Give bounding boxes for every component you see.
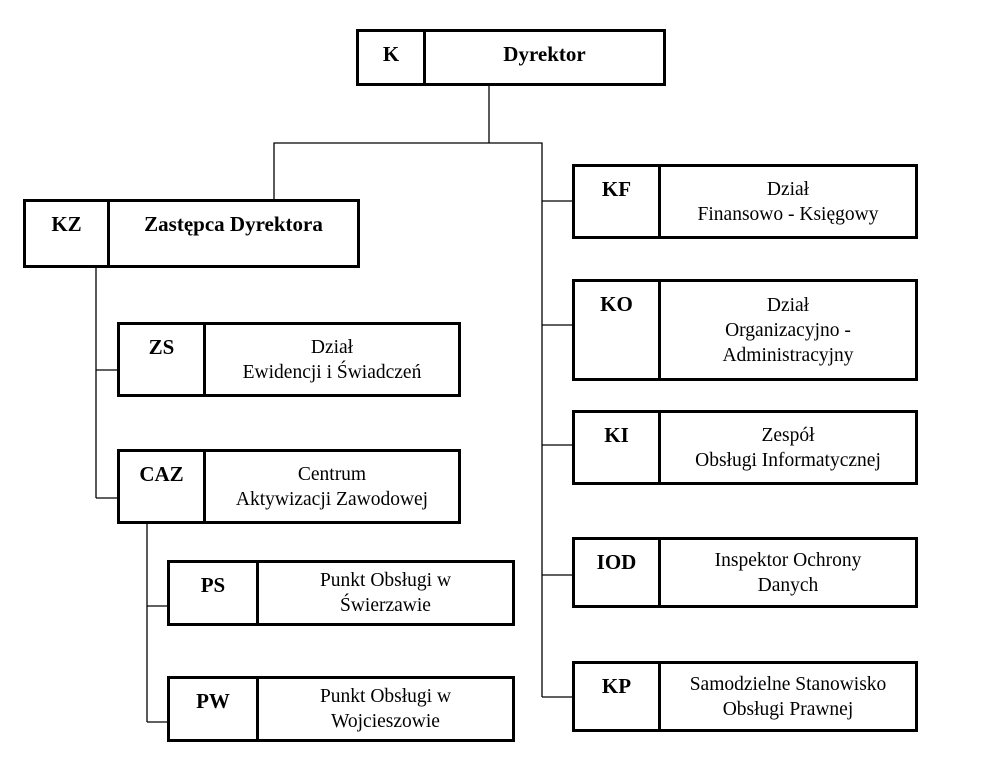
unit-name: Inspektor Ochrony Danych (714, 549, 862, 596)
unit-name: Samodzielne Stanowisko Obsługi Prawnej (689, 673, 887, 720)
unit-kp: KP Samodzielne Stanowisko Obsługi Prawne… (572, 661, 918, 732)
unit-code: KP (575, 664, 661, 729)
unit-name: Dział Organizacyjno - Administracyjny (722, 294, 854, 366)
unit-ps: PS Punkt Obsługi w Świerzawie (167, 560, 515, 626)
unit-code: KZ (26, 202, 110, 265)
unit-ko: KO Dział Organizacyjno - Administracyjny (572, 279, 918, 381)
unit-name: Dyrektor (503, 42, 586, 66)
unit-code: CAZ (120, 452, 206, 521)
unit-ki: KI Zespół Obsługi Informatycznej (572, 410, 918, 485)
unit-code: KO (575, 282, 661, 378)
unit-code: PS (170, 563, 259, 623)
unit-name: Dział Finansowo - Księgowy (697, 178, 879, 225)
unit-pw: PW Punkt Obsługi w Wojcieszowie (167, 676, 515, 742)
unit-name: Zespół Obsługi Informatycznej (695, 424, 881, 471)
unit-name: Punkt Obsługi w Świerzawie (319, 570, 452, 616)
unit-code: PW (170, 679, 259, 739)
unit-kf: KF Dział Finansowo - Księgowy (572, 164, 918, 239)
unit-zs: ZS Dział Ewidencji i Świadczeń (117, 322, 461, 397)
unit-name: Centrum Aktywizacji Zawodowej (235, 463, 429, 510)
unit-zastepca: KZ Zastępca Dyrektora (23, 199, 360, 268)
unit-name: Zastępca Dyrektora (144, 212, 323, 236)
unit-code: IOD (575, 540, 661, 605)
unit-code: KI (575, 413, 661, 482)
unit-name: Punkt Obsługi w Wojcieszowie (319, 686, 452, 732)
unit-code: ZS (120, 325, 206, 394)
unit-name: Dział Ewidencji i Świadczeń (242, 336, 422, 383)
unit-code: KF (575, 167, 661, 236)
unit-dyrektor: K Dyrektor (356, 29, 666, 86)
unit-caz: CAZ Centrum Aktywizacji Zawodowej (117, 449, 461, 524)
unit-code: K (359, 32, 426, 83)
unit-iod: IOD Inspektor Ochrony Danych (572, 537, 918, 608)
